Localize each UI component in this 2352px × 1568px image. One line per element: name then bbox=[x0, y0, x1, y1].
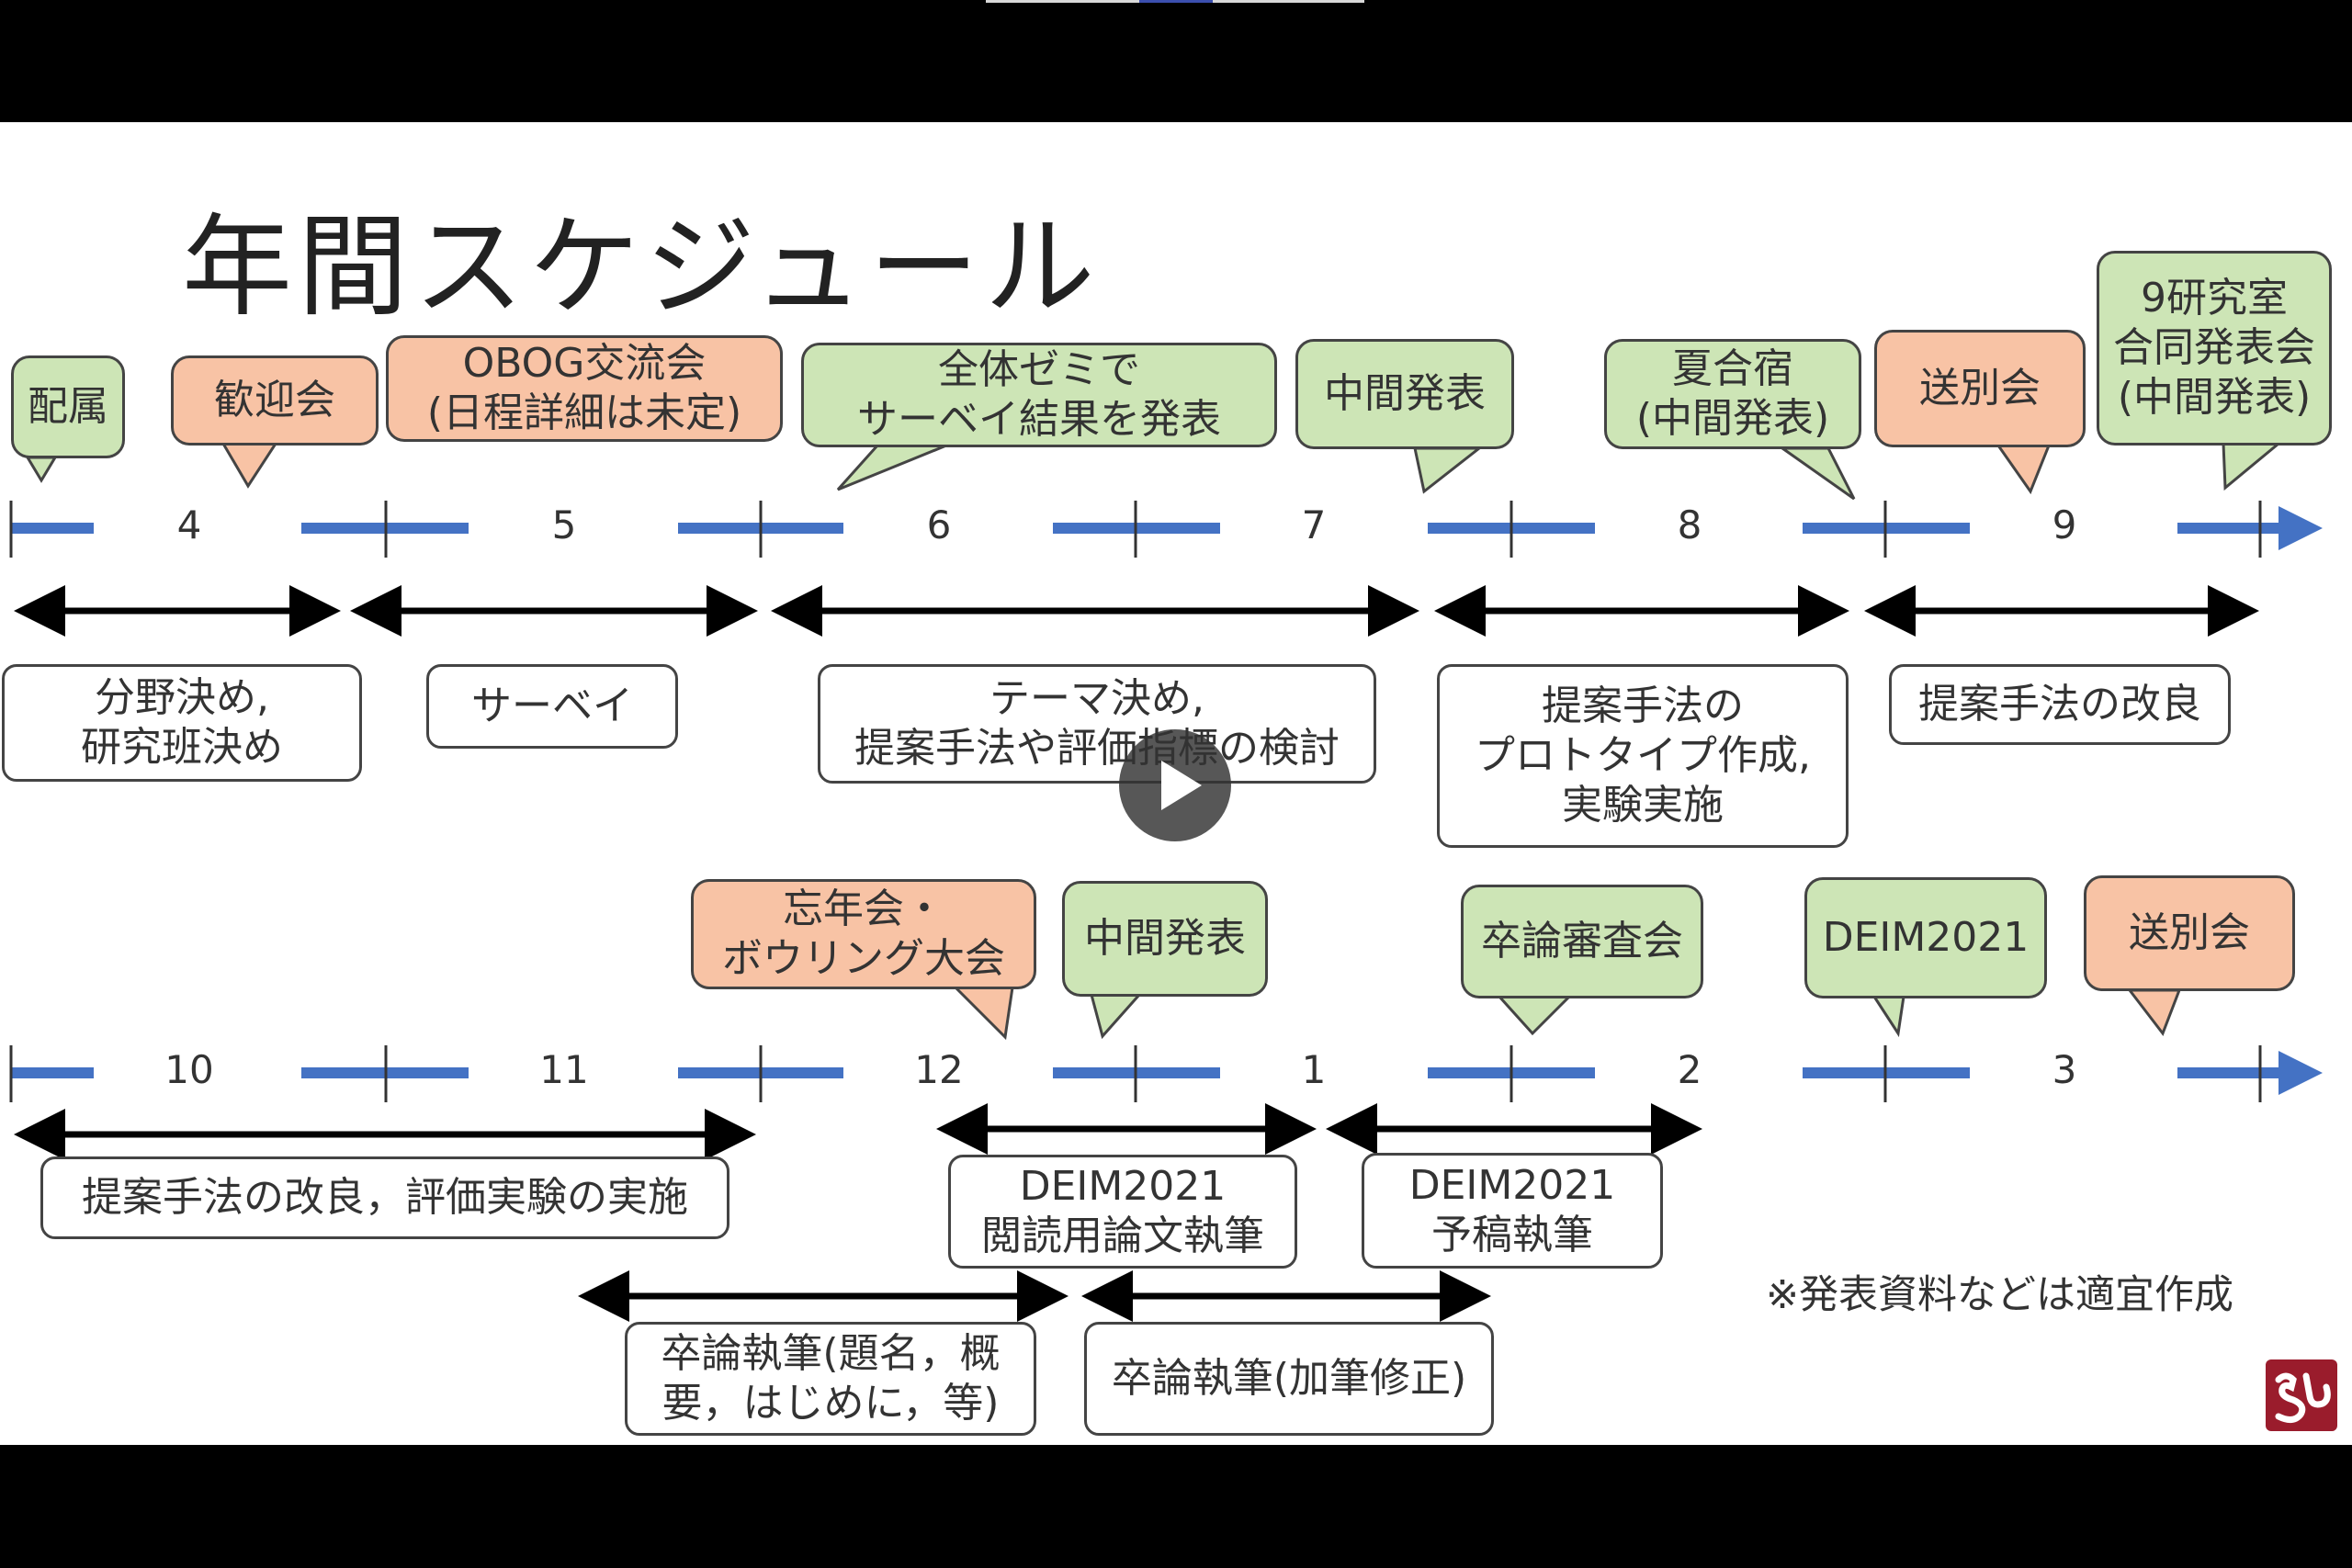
bubble-tail-haizoku bbox=[25, 456, 58, 483]
video-top-bar bbox=[0, 0, 2352, 122]
task-label-bunya: 分野決め, 研究班決め bbox=[2, 664, 362, 782]
presentation-slide: 年間スケジュール 4 5 6 7 8 9 配属 歓迎会 OBOG交流会 (日程詳… bbox=[0, 122, 2352, 1445]
month-label: 12 bbox=[914, 1047, 964, 1092]
bubble-tail-soubetsu1 bbox=[1996, 444, 2052, 495]
bubble-tail-soubetsu2 bbox=[2126, 988, 2182, 1037]
bubble-tail-deim bbox=[1871, 995, 1905, 1038]
event-bubble-chukan2: 中間発表 bbox=[1062, 881, 1268, 997]
month-label: 6 bbox=[926, 502, 952, 547]
event-bubble-chukan1: 中間発表 bbox=[1295, 339, 1514, 449]
bubble-tail-shinsakai bbox=[1496, 995, 1573, 1036]
month-label: 8 bbox=[1677, 502, 1702, 547]
bubble-tail-natsu bbox=[1778, 446, 1856, 501]
month-label: 7 bbox=[1301, 502, 1327, 547]
task-label-sotsuron1: 卒論執筆(題名，概 要，はじめに，等) bbox=[625, 1322, 1036, 1436]
event-bubble-kangeikai: 歓迎会 bbox=[171, 355, 379, 446]
event-bubble-haizoku: 配属 bbox=[11, 355, 125, 458]
event-bubble-zentai-zemi: 全体ゼミで サーベイ結果を発表 bbox=[801, 343, 1277, 447]
month-label: 10 bbox=[164, 1047, 214, 1092]
task-label-deim-etsudoku: DEIM2021 閲読用論文執筆 bbox=[948, 1155, 1297, 1269]
month-label: 1 bbox=[1301, 1047, 1327, 1092]
event-bubble-shinsakai: 卒論審査会 bbox=[1461, 885, 1703, 998]
event-bubble-bonenkai: 忘年会・ ボウリング大会 bbox=[691, 879, 1036, 989]
slide-title: 年間スケジュール bbox=[182, 204, 1101, 332]
bubble-tail-kangeikai bbox=[220, 442, 278, 489]
month-label: 4 bbox=[176, 502, 202, 547]
month-label: 5 bbox=[551, 502, 577, 547]
lab-logo-icon bbox=[2266, 1359, 2337, 1431]
month-label: 3 bbox=[2052, 1047, 2077, 1092]
slide-footnote: ※発表資料などは適宜作成 bbox=[1766, 1272, 2234, 1318]
month-label: 11 bbox=[539, 1047, 589, 1092]
timeline2-arrows bbox=[14, 1103, 1702, 1322]
task-label-theme: テーマ決め, 提案手法や評価指標の検討 bbox=[818, 664, 1376, 784]
task-label-deim-yokou: DEIM2021 予稿執筆 bbox=[1362, 1153, 1663, 1269]
task-label-sotsuron2: 卒論執筆(加筆修正) bbox=[1084, 1322, 1494, 1436]
event-bubble-obog: OBOG交流会 (日程詳細は未定) bbox=[386, 335, 783, 442]
bubble-tail-goudou bbox=[2222, 442, 2283, 491]
event-bubble-natsu-gasshuku: 夏合宿 (中間発表) bbox=[1604, 339, 1861, 449]
task-label-kairyou1: 提案手法の改良 bbox=[1889, 664, 2231, 745]
month-label: 2 bbox=[1677, 1047, 1702, 1092]
video-bottom-bar bbox=[0, 1445, 2352, 1568]
task-label-survey: サーベイ bbox=[426, 664, 678, 749]
timeline2-axis bbox=[9, 1045, 2323, 1102]
timeline1-axis bbox=[9, 501, 2323, 558]
bubble-tail-chukan1 bbox=[1413, 446, 1484, 494]
play-icon bbox=[1161, 761, 1202, 810]
bubble-tail-chukan2 bbox=[1090, 993, 1143, 1040]
event-bubble-goudou: 9研究室 合同発表会 (中間発表) bbox=[2097, 251, 2332, 446]
bubble-tail-bonenkai bbox=[952, 986, 1014, 1041]
play-button[interactable] bbox=[1119, 729, 1231, 841]
month-label: 9 bbox=[2052, 502, 2077, 547]
video-progress-thumb[interactable] bbox=[1139, 0, 1213, 3]
event-bubble-soubetsu2: 送別会 bbox=[2084, 875, 2295, 991]
task-label-kairyou2: 提案手法の改良，評価実験の実施 bbox=[40, 1156, 729, 1239]
event-bubble-soubetsu1: 送別会 bbox=[1874, 330, 2086, 447]
task-label-prototype: 提案手法の プロトタイプ作成, 実験実施 bbox=[1437, 664, 1849, 848]
event-bubble-deim: DEIM2021 bbox=[1804, 877, 2047, 998]
bubble-tail-zentai bbox=[836, 444, 947, 491]
